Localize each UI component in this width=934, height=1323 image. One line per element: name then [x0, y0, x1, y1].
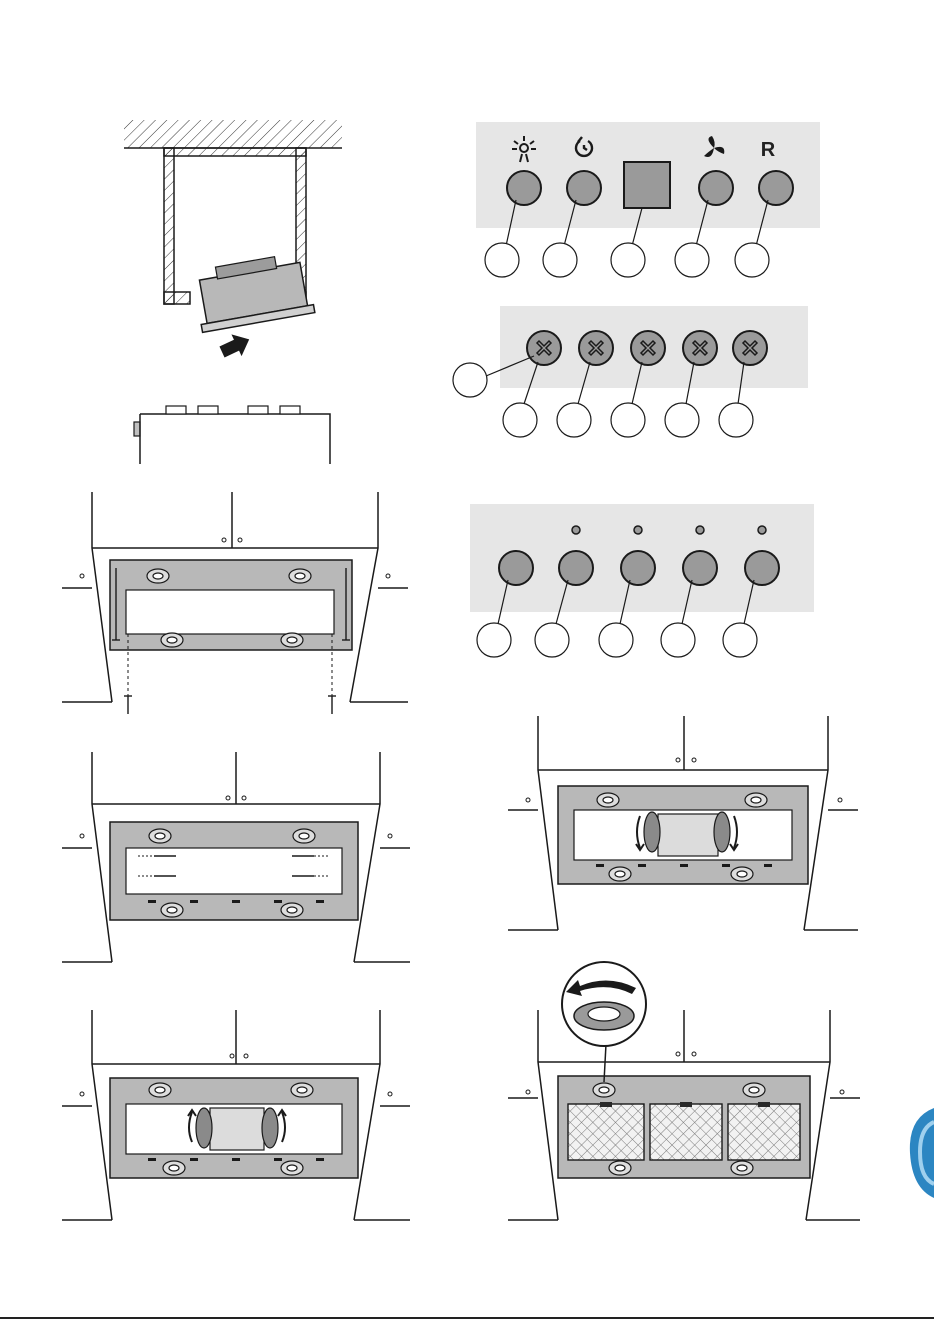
fig-unit-side-view [132, 404, 336, 468]
control-panel-b [446, 304, 810, 438]
fig-frame-inner-screws [62, 752, 412, 966]
hood-unit-tilted [192, 251, 315, 332]
knob-b2[interactable] [579, 331, 613, 365]
knob-timer[interactable] [567, 171, 601, 205]
knob-b5[interactable] [733, 331, 767, 365]
knob-c4[interactable] [683, 551, 717, 585]
control-panel-c [470, 502, 814, 662]
knob-b3[interactable] [631, 331, 665, 365]
knob-light[interactable] [507, 171, 541, 205]
filter-panels [568, 1104, 800, 1160]
insert-direction-arrow-icon [217, 328, 254, 362]
bottom-rule [0, 1317, 934, 1319]
reset-label: R [761, 139, 776, 161]
display-window [624, 162, 670, 208]
knob-fan[interactable] [699, 171, 733, 205]
knob-b4[interactable] [683, 331, 717, 365]
knob-c2[interactable] [559, 551, 593, 585]
control-panel-a: R [476, 122, 820, 280]
fig-grease-filters [508, 958, 860, 1224]
fig-motor-rotation-right [508, 716, 860, 932]
knob-c1[interactable] [499, 551, 533, 585]
clip-zoom-detail [562, 962, 646, 1082]
fig-installation-cavity [118, 112, 350, 352]
knob-c5[interactable] [745, 551, 779, 585]
fig-frame-screws [62, 492, 412, 720]
fig-motor-rotation-left [62, 1010, 412, 1224]
knob-c3[interactable] [621, 551, 655, 585]
knob-reset[interactable] [759, 171, 793, 205]
ceiling-slab [124, 120, 342, 148]
page-corner-badge [908, 1108, 934, 1198]
blower-motor [196, 1108, 278, 1150]
knob-b1[interactable] [527, 331, 561, 365]
